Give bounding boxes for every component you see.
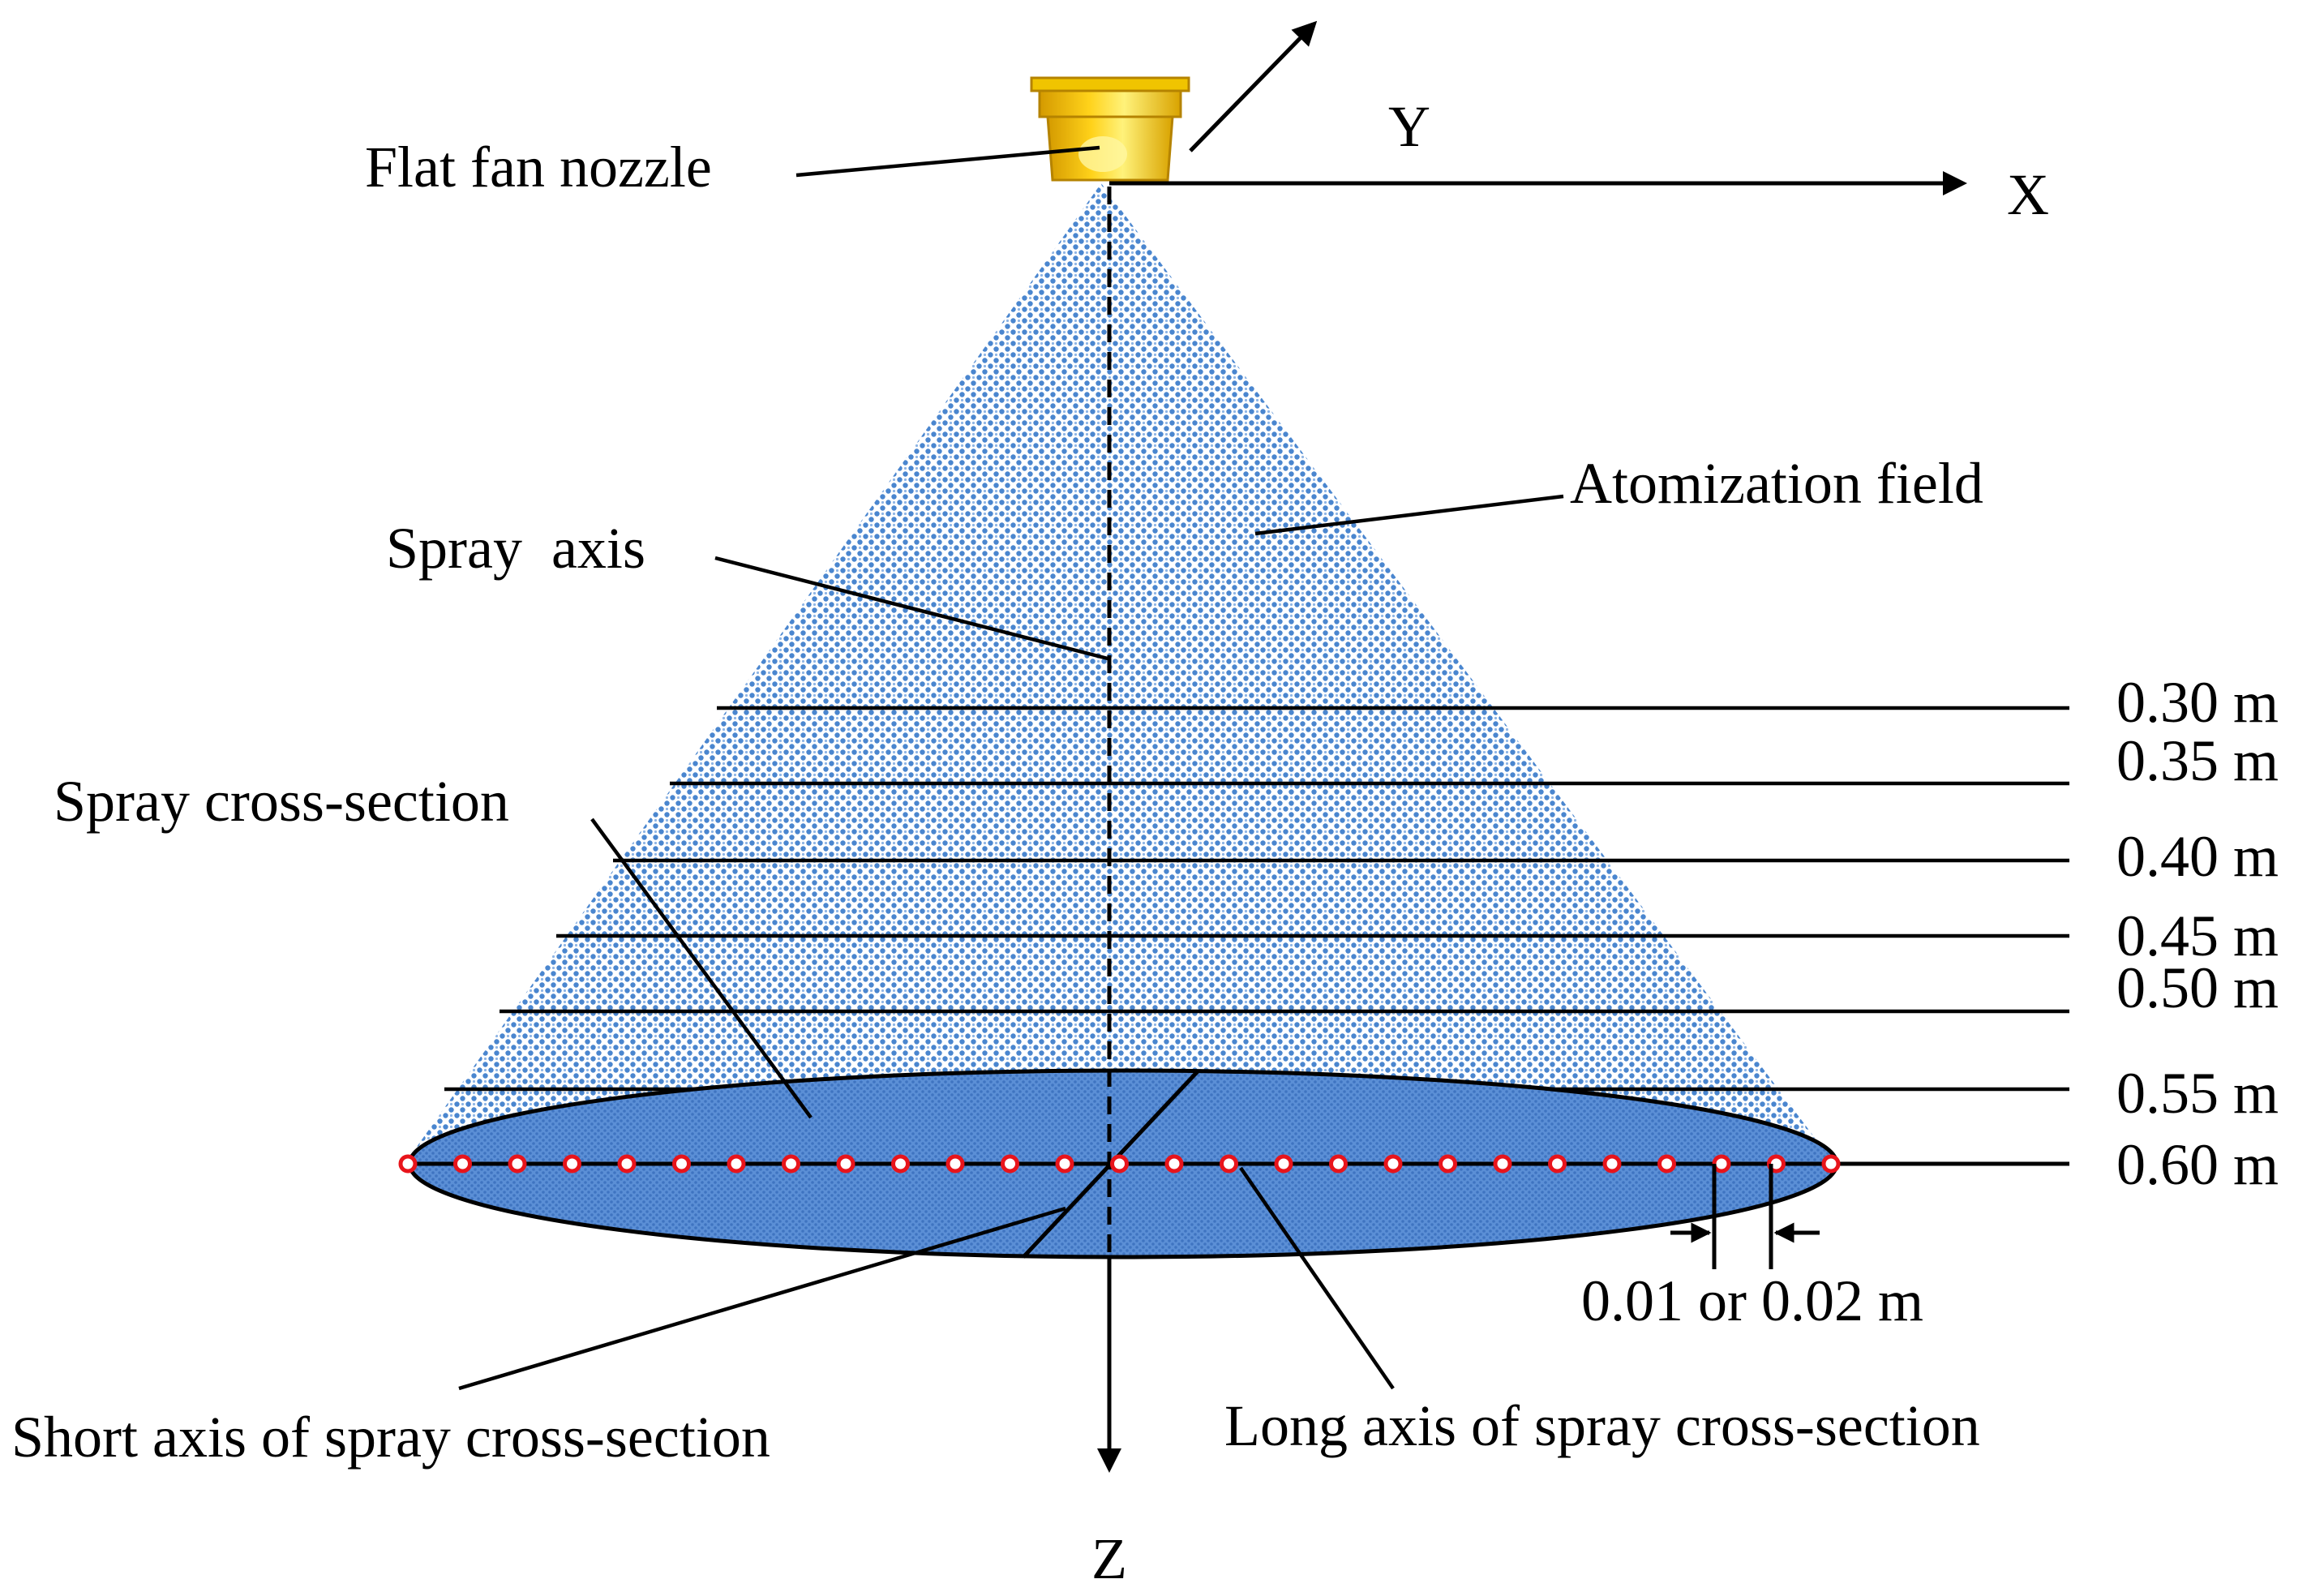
sample-points — [398, 1154, 1841, 1174]
leader-nozzle — [795, 145, 1100, 178]
sample-point — [1602, 1154, 1622, 1174]
leader-cross-section — [590, 817, 813, 1119]
sample-point — [1110, 1154, 1129, 1174]
sample-point — [1383, 1154, 1403, 1174]
height-label-060: 0.60 m — [2116, 1132, 2279, 1197]
leader-atomization — [1254, 494, 1564, 536]
sample-point — [1055, 1154, 1074, 1174]
height-label-040: 0.40 m — [2116, 824, 2279, 889]
sample-point — [782, 1154, 800, 1174]
sample-point — [672, 1154, 691, 1174]
height-label-045: 0.45 m — [2116, 903, 2279, 968]
sample-point — [1164, 1154, 1184, 1174]
sample-point — [1712, 1154, 1731, 1174]
leader-short-axis — [458, 1206, 1066, 1391]
sample-point — [563, 1154, 581, 1174]
sample-point — [836, 1154, 855, 1174]
sample-point — [1439, 1154, 1457, 1174]
sample-point — [508, 1154, 527, 1174]
sample-point — [1821, 1154, 1841, 1174]
sample-point — [1274, 1154, 1293, 1174]
label-long-axis: Long axis of spray cross-section — [1224, 1393, 1980, 1458]
sample-point — [617, 1154, 637, 1174]
atomization-field — [405, 183, 1834, 1164]
label-flat-fan-nozzle: Flat fan nozzle — [365, 135, 712, 200]
sample-point — [1001, 1154, 1019, 1174]
leader-lines — [458, 145, 1564, 1391]
sample-point — [1493, 1154, 1512, 1174]
sample-point — [945, 1154, 965, 1174]
sample-point — [1548, 1154, 1567, 1174]
height-label-035: 0.35 m — [2116, 728, 2279, 793]
spacing-dimension — [1670, 1164, 1820, 1269]
sample-point — [891, 1154, 910, 1174]
sample-point — [453, 1154, 472, 1174]
label-spray-axis: Spray axis — [386, 516, 645, 581]
label-y-axis: Y — [1388, 94, 1430, 159]
label-x-axis: X — [2007, 162, 2049, 227]
height-label-030: 0.30 m — [2116, 670, 2279, 735]
sample-point — [1220, 1154, 1238, 1174]
label-z-axis: Z — [1091, 1526, 1127, 1591]
label-atomization-field: Atomization field — [1570, 451, 1983, 516]
label-spray-cross-section: Spray cross-section — [54, 769, 509, 834]
label-short-axis: Short axis of spray cross-section — [11, 1405, 770, 1470]
height-label-050: 0.50 m — [2116, 955, 2279, 1020]
leader-spray-axis — [714, 556, 1108, 661]
sample-point — [398, 1154, 418, 1174]
sample-point — [727, 1154, 746, 1174]
leader-long-axis — [1239, 1166, 1395, 1390]
y-axis-line — [1189, 20, 1318, 152]
flat-fan-nozzle-icon — [1030, 76, 1190, 182]
label-spacing: 0.01 or 0.02 m — [1581, 1268, 1923, 1333]
sample-point — [1657, 1154, 1676, 1174]
height-label-055: 0.55 m — [2116, 1061, 2279, 1126]
sample-point — [1329, 1154, 1348, 1174]
